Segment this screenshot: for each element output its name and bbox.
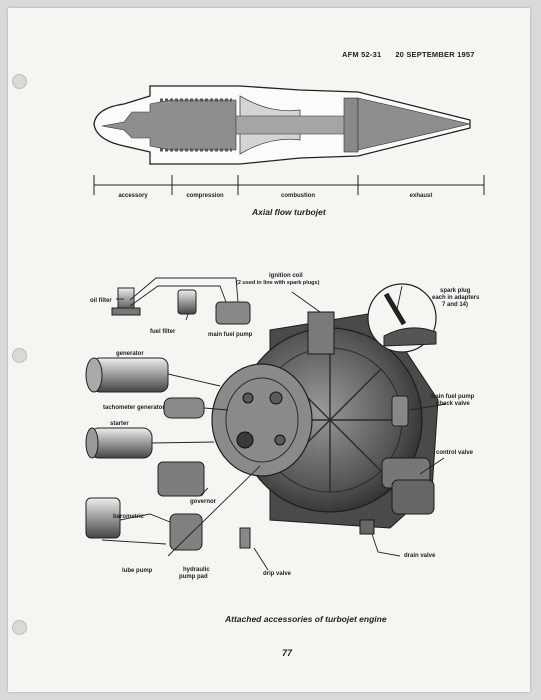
label-spark-plug-note-2: 7 and 14) bbox=[442, 302, 468, 308]
engine-illustration bbox=[211, 311, 439, 535]
binder-hole bbox=[12, 620, 27, 635]
label-pump-pad: pump pad bbox=[179, 574, 208, 580]
label-check-valve: check valve bbox=[436, 401, 470, 407]
label-starter: starter bbox=[110, 421, 129, 427]
label-main-fuel-pump: main fuel pump bbox=[208, 332, 253, 338]
lube-pump-part bbox=[169, 513, 203, 551]
label-spark-plug: spark plug bbox=[440, 288, 471, 294]
label-main-fuel-pump-check: main fuel pump bbox=[430, 394, 475, 400]
label-generator: generator bbox=[116, 351, 144, 357]
turbojet-caption: Axial flow turbojet bbox=[252, 207, 326, 217]
section-label-combustion: combustion bbox=[281, 193, 315, 199]
check-valve-part bbox=[391, 395, 409, 427]
leader-lines bbox=[101, 277, 447, 571]
section-label-exhaust: exhaust bbox=[410, 193, 433, 199]
label-hydraulic: hydraulic bbox=[183, 567, 210, 573]
starter-part bbox=[85, 427, 153, 459]
accessories-caption: Attached accessories of turbojet engine bbox=[225, 614, 387, 624]
doc-date: 20 SEPTEMBER 1957 bbox=[395, 50, 475, 59]
label-drip-valve: drip valve bbox=[263, 571, 292, 577]
spark-plug-inset bbox=[367, 283, 437, 353]
generator-part bbox=[85, 357, 169, 393]
label-control-valve: control valve bbox=[436, 450, 474, 456]
label-governor: governor bbox=[190, 499, 217, 505]
label-lube-pump: lube pump bbox=[122, 568, 153, 574]
label-fuel-filter: fuel filter bbox=[150, 329, 176, 335]
page-number: 77 bbox=[282, 648, 293, 658]
label-barometric: barometric bbox=[113, 514, 145, 520]
section-label-compression: compression bbox=[186, 193, 224, 199]
drip-valve-part bbox=[239, 527, 251, 549]
section-label-accessory: accessory bbox=[118, 193, 148, 199]
page-header: AFM 52-31 20 SEPTEMBER 1957 bbox=[342, 50, 475, 59]
binder-hole bbox=[12, 74, 27, 89]
label-tachometer-generator: tachometer generator bbox=[103, 405, 165, 411]
label-drain-valve: drain valve bbox=[404, 553, 436, 559]
governor-part bbox=[157, 461, 205, 497]
label-ignition-coil: ignition coil bbox=[269, 273, 303, 279]
binder-hole bbox=[12, 348, 27, 363]
turbojet-diagram bbox=[93, 85, 471, 165]
label-oil-filter: oil filter bbox=[90, 298, 112, 304]
section-dimension-bar bbox=[93, 175, 485, 195]
doc-number: AFM 52-31 bbox=[342, 50, 382, 59]
label-ignition-coil-note: (2 used in line with spark plugs) bbox=[236, 280, 320, 286]
barometric-part bbox=[85, 497, 121, 539]
main-fuel-pump-part bbox=[215, 301, 251, 325]
tachometer-generator-part bbox=[163, 397, 205, 419]
fuel-filter-part bbox=[177, 289, 197, 315]
label-spark-plug-note: each in adapters bbox=[432, 295, 480, 301]
